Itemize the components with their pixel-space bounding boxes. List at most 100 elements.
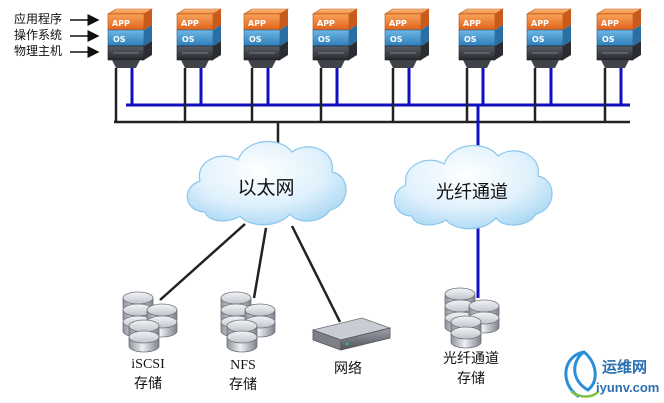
os-layer-side: [144, 25, 152, 46]
legend-app-label: 应用程序: [14, 11, 62, 26]
disk-top: [128, 330, 160, 344]
nfs-storage-array: [220, 291, 276, 353]
storage-arrays: [122, 287, 500, 353]
app-layer-label: APP: [317, 19, 335, 28]
ethernet-cloud: 以太网: [186, 140, 347, 226]
hardware-layer-side: [563, 41, 571, 60]
host-stack: APP OS: [383, 8, 431, 68]
hardware-layer-side: [421, 41, 429, 60]
ethernet-cloud-shape: [186, 140, 347, 226]
app-layer-label: APP: [601, 19, 619, 28]
host-drop-lines: [114, 68, 623, 122]
app-layer-side: [349, 9, 357, 30]
hardware-layer-side: [213, 41, 221, 60]
hardware-base: [248, 60, 276, 68]
watermark: 运维网 iyunv.com: [564, 350, 659, 398]
disk-top: [450, 315, 482, 329]
legend-hw-label: 物理主机: [14, 44, 62, 58]
host-stack: APP OS: [175, 8, 223, 68]
app-layer-label: APP: [531, 19, 549, 28]
host-stack: APP OS: [457, 8, 505, 68]
fibre-channel-label: 光纤通道: [436, 182, 508, 203]
disk-top: [226, 319, 258, 333]
nfs-storage-label: NFS: [230, 358, 256, 373]
hardware-base: [317, 60, 345, 68]
hardware-base: [531, 60, 559, 68]
watermark-site-cn: 运维网: [602, 358, 647, 376]
hardware-base: [463, 60, 491, 68]
disk-top: [450, 326, 482, 340]
nfs-storage-sublabel: 存储: [229, 377, 257, 393]
hardware-layer-side: [349, 41, 357, 60]
fc-storage-label: 光纤通道: [443, 351, 499, 367]
iscsi-storage-label: iSCSI: [131, 357, 165, 372]
disk-top: [122, 291, 154, 305]
fc-cloud-shape: [394, 144, 553, 230]
os-layer-label: OS: [182, 35, 195, 44]
iscsi-storage-array: [122, 291, 178, 353]
app-layer-side: [633, 9, 641, 30]
watermark-swirl-icon: [564, 350, 597, 398]
os-layer-side: [421, 25, 429, 46]
host-stack: APP OS: [311, 8, 359, 68]
app-layer-label: APP: [389, 19, 407, 28]
os-layer-label: OS: [390, 35, 403, 44]
legend-os-label: 操作系统: [14, 27, 62, 42]
hardware-base: [181, 60, 209, 68]
disk-top: [220, 291, 252, 305]
disk-platter: [450, 326, 482, 349]
disk-top: [146, 303, 178, 317]
os-layer-side: [563, 25, 571, 46]
network-device-side: [340, 327, 391, 351]
iscsi-storage-sublabel: 存储: [134, 376, 162, 392]
physical-hosts: APP OS APP OS APP OS APP OS APP OS APP OS APP OS APP OS: [106, 8, 643, 68]
os-layer-label: OS: [113, 35, 126, 44]
app-layer-side: [563, 9, 571, 30]
app-layer-label: APP: [112, 19, 130, 28]
app-layer-side: [280, 9, 288, 30]
os-layer-label: OS: [318, 35, 331, 44]
os-layer-label: OS: [464, 35, 477, 44]
network-device: [311, 317, 392, 351]
storage-labels: iSCSI 存储 NFS 存储 网络 光纤通道 存储: [131, 351, 499, 393]
ethernet-label: 以太网: [237, 177, 294, 199]
app-layer-label: APP: [181, 19, 199, 28]
fibre-channel-cloud: 光纤通道: [394, 144, 553, 230]
app-layer-side: [495, 9, 503, 30]
hardware-base: [389, 60, 417, 68]
app-layer-side: [421, 9, 429, 30]
hardware-layer-side: [144, 41, 152, 60]
os-layer-side: [280, 25, 288, 46]
host-stack: APP OS: [242, 8, 290, 68]
hardware-base: [601, 60, 629, 68]
wiring: [114, 68, 630, 323]
host-stack: APP OS: [525, 8, 573, 68]
ethernet-to-nfs: [252, 227, 268, 299]
disk-platter: [128, 330, 160, 353]
hardware-layer-side: [280, 41, 288, 60]
fc-storage-sublabel: 存储: [457, 371, 485, 387]
os-layer-side: [213, 25, 221, 46]
disk-top: [244, 303, 276, 317]
disk-platter: [220, 291, 252, 314]
app-layer-label: APP: [248, 19, 266, 28]
watermark-site-url: iyunv.com: [596, 380, 659, 395]
host-stack: APP OS: [106, 8, 154, 68]
hardware-layer-side: [633, 41, 641, 60]
app-layer-label: APP: [463, 19, 481, 28]
disk-platter: [226, 330, 258, 353]
os-layer-side: [633, 25, 641, 46]
os-layer-side: [495, 25, 503, 46]
network-device-label: 网络: [334, 361, 362, 377]
disk-top: [128, 319, 160, 333]
hardware-base: [112, 60, 140, 68]
stack-legend: 应用程序 操作系统 物理主机: [14, 11, 100, 58]
disk-top: [226, 330, 258, 344]
os-layer-label: OS: [532, 35, 545, 44]
host-stack: APP OS: [595, 8, 643, 68]
app-layer-side: [144, 9, 152, 30]
disk-top: [468, 299, 500, 313]
os-layer-label: OS: [602, 35, 615, 44]
os-layer-label: OS: [249, 35, 262, 44]
